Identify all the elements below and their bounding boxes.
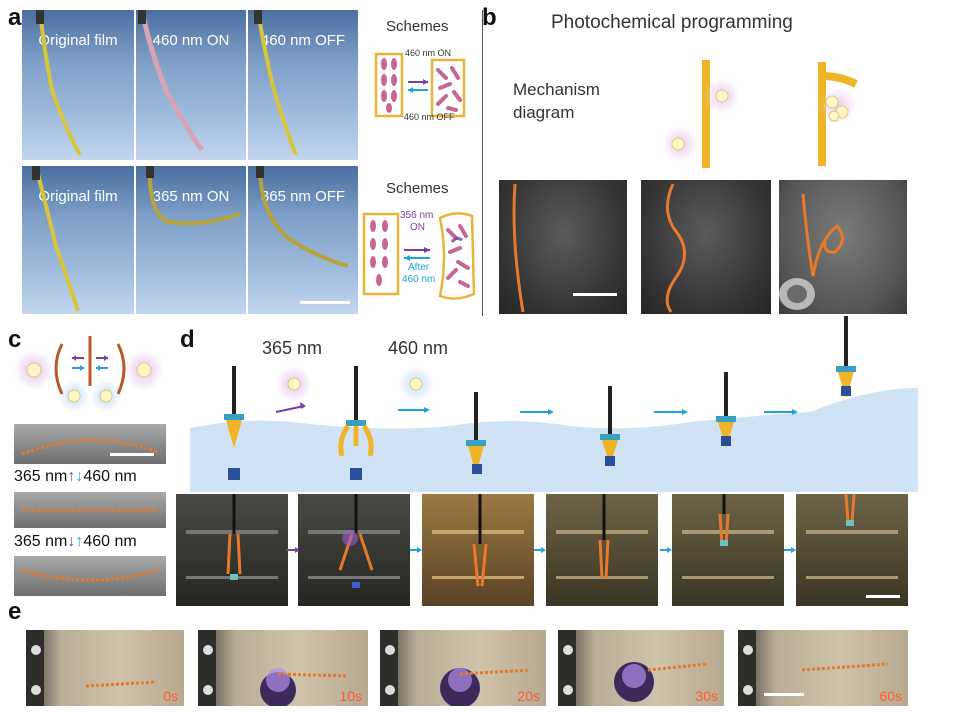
scale-bar	[573, 293, 617, 296]
scale-bar	[300, 301, 350, 304]
photo-caption: 365 nm OFF	[260, 188, 346, 205]
scheme2-after-nm: 460 nm	[402, 274, 436, 285]
scheme1-on-label: 460 nm ON	[405, 48, 452, 58]
scheme-460-diagram	[374, 52, 466, 118]
scale-bar	[764, 693, 804, 696]
photo-d-4	[546, 494, 658, 606]
photo-caption: 460 nm OFF	[260, 32, 346, 49]
panel-label-b: b	[482, 4, 497, 31]
d-label-365: 365 nm	[262, 338, 323, 358]
d-label-460: 460 nm	[388, 338, 449, 358]
photo-d-6	[796, 494, 908, 606]
panel-divider	[482, 10, 483, 316]
photo-e-10s: 10s	[198, 630, 368, 706]
c-row2-left: 365 nm	[14, 533, 68, 550]
photo-e-30s: 30s	[558, 630, 724, 706]
photo-e-60s: 60s	[738, 630, 908, 706]
photo-caption: 460 nm ON	[152, 32, 230, 49]
panel-c-diagram	[14, 336, 164, 412]
photo-b-curl	[779, 180, 907, 314]
scheme2-on: ON	[410, 222, 425, 233]
mechanism-line2: diagram	[513, 103, 575, 122]
c-row1-text: 365 nm↑↓460 nm	[14, 468, 137, 486]
time-label: 0s	[163, 688, 178, 704]
photo-c-bent	[14, 424, 166, 464]
scheme-365-diagram	[362, 212, 476, 300]
arrow-down-icon: ↓	[75, 468, 84, 485]
photo-460-on-1: 460 nm ON	[136, 10, 246, 160]
panel-label-c: c	[8, 326, 22, 353]
time-label: 30s	[695, 688, 718, 704]
scheme2-on-nm: 356 nm	[400, 210, 434, 221]
photo-e-0s: 0s	[26, 630, 184, 706]
photo-b-wave	[641, 180, 771, 314]
scheme2-after: After	[408, 262, 430, 273]
photo-caption: Original film	[38, 32, 118, 49]
d-photo-arrows	[286, 547, 796, 553]
panel-label-e: e	[8, 598, 22, 625]
arrow-up-icon: ↑	[75, 533, 84, 550]
photo-caption: Original film	[38, 188, 118, 205]
photo-365-on: 365 nm ON	[136, 166, 246, 314]
mechanism-line1: Mechanism	[513, 80, 600, 99]
photo-460-off-1: 460 nm OFF	[248, 10, 358, 160]
schemes-title-1: Schemes	[386, 18, 449, 35]
photo-e-20s: 20s	[380, 630, 546, 706]
c-row1-right: 460 nm	[83, 468, 137, 485]
time-label: 60s	[879, 688, 902, 704]
arrow-down-icon: ↓	[67, 533, 76, 550]
arrow-up-icon: ↑	[67, 468, 76, 485]
photo-original-film-1: Original film	[22, 10, 134, 160]
scheme1-off-label: 460 nm OFF	[404, 112, 455, 122]
panel-label-d: d	[180, 326, 195, 353]
scale-bar	[866, 595, 900, 598]
c-row2-right: 460 nm	[83, 533, 137, 550]
time-label: 10s	[339, 688, 362, 704]
mechanism-diagram	[662, 60, 858, 168]
photo-original-film-2: Original film	[22, 166, 134, 314]
photo-d-2	[298, 494, 410, 606]
photo-caption: 365 nm ON	[152, 188, 230, 205]
photo-c-bent-down	[14, 556, 166, 596]
gripper-schematic	[190, 316, 918, 492]
panel-label-a: a	[8, 4, 22, 31]
c-row2-text: 365 nm↓↑460 nm	[14, 533, 137, 551]
scale-bar	[110, 453, 154, 456]
panel-b-title: Photochemical programming	[551, 12, 793, 33]
c-row1-left: 365 nm	[14, 468, 68, 485]
time-label: 20s	[517, 688, 540, 704]
photo-365-off: 365 nm OFF	[248, 166, 358, 314]
photo-c-flat	[14, 492, 166, 528]
photo-d-1	[176, 494, 288, 606]
photo-d-3	[422, 494, 534, 606]
photo-b-straight	[499, 180, 627, 314]
schemes-title-2: Schemes	[386, 180, 449, 197]
photo-d-5	[672, 494, 784, 606]
